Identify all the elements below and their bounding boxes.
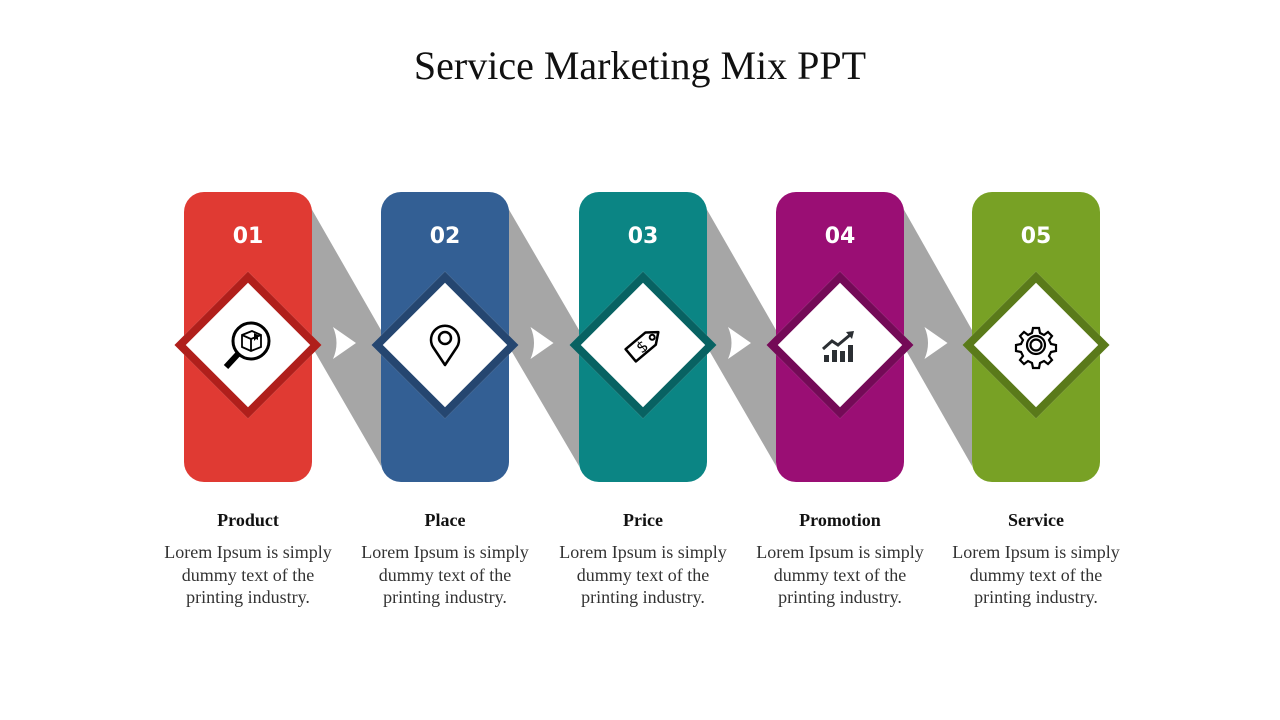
svg-text:$: $ [632,336,652,357]
arrow-icon [728,327,751,359]
step-description: Lorem Ipsum is simply dummy text of the … [559,542,727,607]
step-description: Lorem Ipsum is simply dummy text of the … [952,542,1120,607]
step-number: 04 [824,224,856,249]
step-number: 01 [232,224,264,249]
step-number: 02 [429,224,461,249]
step-description: Lorem Ipsum is simply dummy text of the … [756,542,924,607]
arrow-icon [924,327,948,359]
arrow-icon [333,327,356,359]
slide-title: Service Marketing Mix PPT [413,43,867,88]
step-description: Lorem Ipsum is simply dummy text of the … [164,542,332,607]
step-description: Lorem Ipsum is simply dummy text of the … [361,542,529,607]
step-label: Price [623,510,663,530]
location-pin-icon [429,324,461,367]
step-label: Service [1008,510,1064,530]
arrow-icon [530,327,554,359]
step-number: 05 [1020,224,1052,249]
step-label: Promotion [799,510,881,530]
gear-icon [1014,326,1058,370]
step-label: Product [217,510,279,530]
growth-chart-icon [822,331,854,362]
price-tag-icon: $ [624,330,660,363]
box-search-icon [223,321,271,370]
step-label: Place [424,510,466,530]
step-number: 03 [627,224,659,249]
